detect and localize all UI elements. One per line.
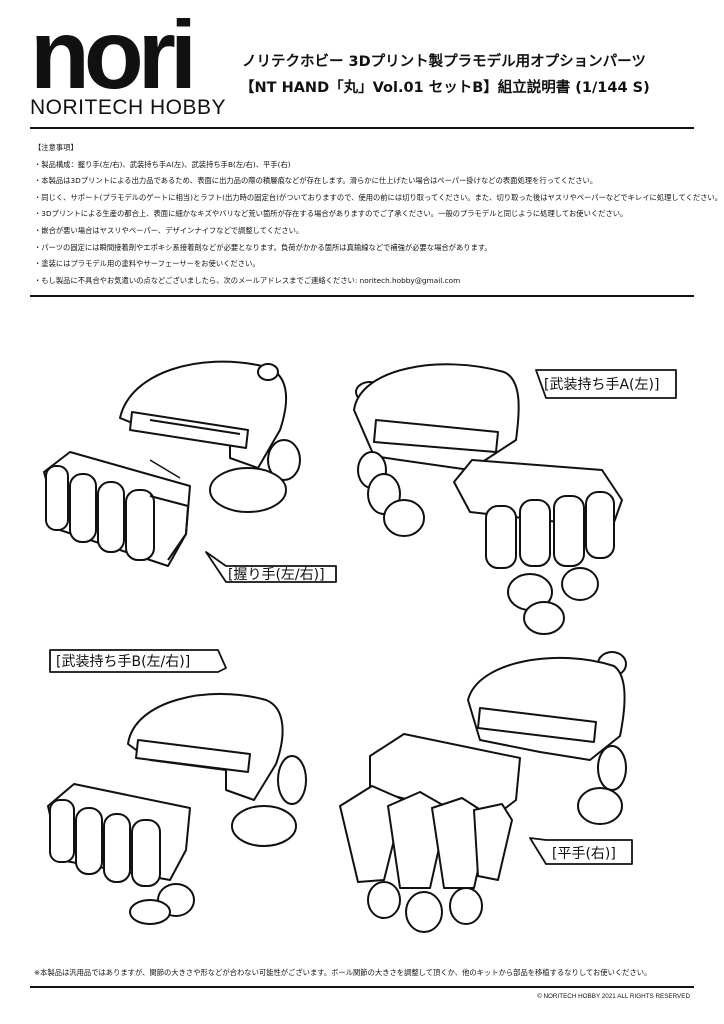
copyright: © NORITECH HOBBY 2021 ALL RIGHTS RESERVE… [537,993,690,1000]
nori-logo: nori [30,18,197,92]
note-item: ・塗装にはプラモデル用の塗料やサーフェーサーをお使いください。 [34,259,260,269]
notes-section: 【注意事項】 ・製品構成：握り手(左/右)、武装持ち手A(左)、武装持ち手B(左… [34,140,723,289]
note-item: ・製品構成：握り手(左/右)、武装持ち手A(左)、武装持ち手B(左/右)、平手(… [34,159,291,169]
note-item: ・パーツの固定には瞬間接着剤やエポキシ系接着剤などが必要となります。負荷がかかる… [34,242,492,252]
notes-rule [30,295,694,297]
flat-hand-illustration [339,651,627,933]
note-item: ・同じく、サポート(プラモデルのゲートに相当)とラフト(出力時の固定台)がついて… [34,192,723,202]
label-weapon-b: [武装持ち手B(左/右)] [56,654,191,670]
note-item: ・本製品は3Dプリントによる出力品であるため、表面に出力品の際の積層痕などが存在… [34,176,598,186]
notes-heading: 【注意事項】 [34,143,78,152]
flat-label-frame [529,837,633,865]
label-grip: [握り手(左/右)] [228,567,325,583]
note-item: ・3Dプリントによる生産の都合上、表面に細かなキズやバリなど荒い箇所が存在する場… [34,209,628,219]
product-subtitle: 【NT HAND「丸」Vol.01 セットB】組立説明書 (1/144 S) [240,80,650,96]
grip-hand-illustration [43,360,301,567]
brand-name: NORITECH HOBBY [30,96,227,119]
product-title: ノリテクホビー 3Dプリント製プラモデル用オプションパーツ [242,54,646,70]
header-rule [30,127,694,129]
weapon-hand-b-illustration [47,693,307,925]
grip-label-frame [205,551,337,583]
weapon-hand-a-illustration [353,363,623,635]
logo-text: nori [30,18,191,92]
footer-rule [30,986,694,988]
footer-note: ※本製品は汎用品ではありますが、関節の大きさや形などが合わない可能性がございます… [34,968,652,977]
note-item: ・嵌合が悪い場合はヤスリやペーパー、デザインナイフなどで調整してください。 [34,225,304,235]
note-item: ・もし製品に不具合やお気遣いの点などございましたら、次のメールアドレスまでご連絡… [34,275,461,285]
weapon-a-label-frame [535,369,677,399]
label-weapon-a: [武装持ち手A(左)] [544,377,660,393]
weapon-b-label-frame [49,649,227,673]
label-flat: [平手(右)] [552,846,616,862]
